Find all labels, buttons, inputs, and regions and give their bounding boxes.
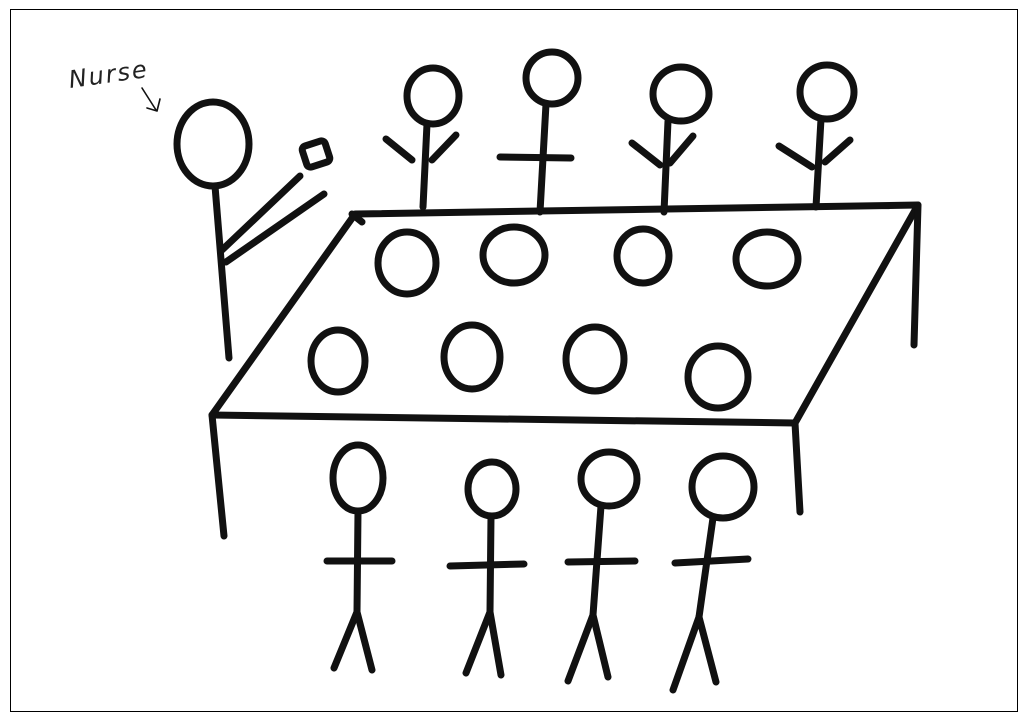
plate <box>483 227 545 283</box>
nurse-label: Nurse <box>67 55 150 94</box>
plates <box>311 227 798 408</box>
nurse-figure <box>177 102 331 358</box>
nurse-arrow-icon <box>142 88 160 111</box>
plate <box>378 232 436 294</box>
plate <box>688 346 748 408</box>
plate <box>566 327 624 391</box>
person-front-1 <box>327 445 392 670</box>
plate <box>617 229 669 283</box>
person-behind-3 <box>632 67 709 212</box>
person-front-3 <box>568 452 637 681</box>
person-behind-1 <box>386 68 459 207</box>
person-front-2 <box>450 462 524 675</box>
person-behind-2 <box>500 52 578 212</box>
person-front-4 <box>673 456 754 690</box>
plate <box>736 232 798 286</box>
nurse-tray-icon <box>301 140 331 168</box>
plate <box>311 330 365 392</box>
person-behind-4 <box>779 65 854 207</box>
plate <box>444 325 500 389</box>
